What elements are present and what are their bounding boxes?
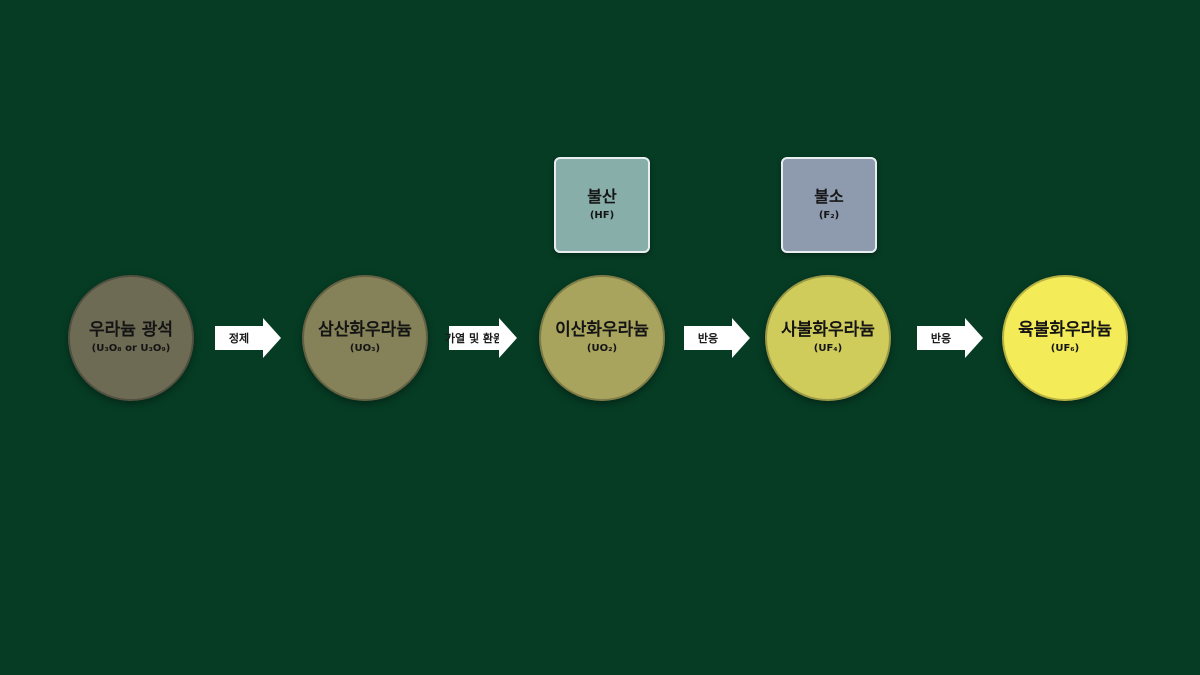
arrow-reaction-2: 반응 [917,318,983,358]
arrow-head-icon [732,318,750,358]
reagent-box-f2: 불소 (F₂) [781,157,877,253]
arrow-label: 반응 [917,326,965,350]
node-name: 우라늄 광석 [88,320,174,340]
node-uranium-dioxide: 이산화우라늄 (UO₂) [539,275,665,401]
node-formula: (UO₂) [586,343,618,354]
node-name: 육불화우라늄 [1018,320,1112,340]
reagent-name: 불소 [814,187,844,206]
node-formula: (UF₆) [1050,343,1080,354]
reagent-box-hf: 불산 (HF) [554,157,650,253]
node-uranium-tetrafluoride: 사불화우라늄 (UF₄) [765,275,891,401]
reagent-formula: (HF) [589,210,615,221]
node-uranium-trioxide: 삼산화우라늄 (UO₃) [302,275,428,401]
node-name: 사불화우라늄 [781,320,875,340]
node-name: 삼산화우라늄 [318,320,412,340]
reagent-formula: (F₂) [818,210,840,221]
arrow-head-icon [263,318,281,358]
arrow-reaction-1: 반응 [684,318,750,358]
arrow-label: 반응 [684,326,732,350]
arrow-head-icon [499,318,517,358]
node-formula: (UF₄) [813,343,843,354]
arrow-heating-reduction: 가열 및 환원 [445,318,517,358]
node-name: 이산화우라늄 [555,320,649,340]
arrow-label: 정제 [215,326,263,350]
node-formula: (U₃O₈ or U₃O₉) [91,343,171,354]
arrow-head-icon [965,318,983,358]
node-uranium-ore: 우라늄 광석 (U₃O₈ or U₃O₉) [68,275,194,401]
arrow-label: 가열 및 환원 [445,326,503,350]
node-formula: (UO₃) [349,343,381,354]
arrow-purification: 정제 [215,318,281,358]
node-uranium-hexafluoride: 육불화우라늄 (UF₆) [1002,275,1128,401]
reagent-name: 불산 [587,187,617,206]
